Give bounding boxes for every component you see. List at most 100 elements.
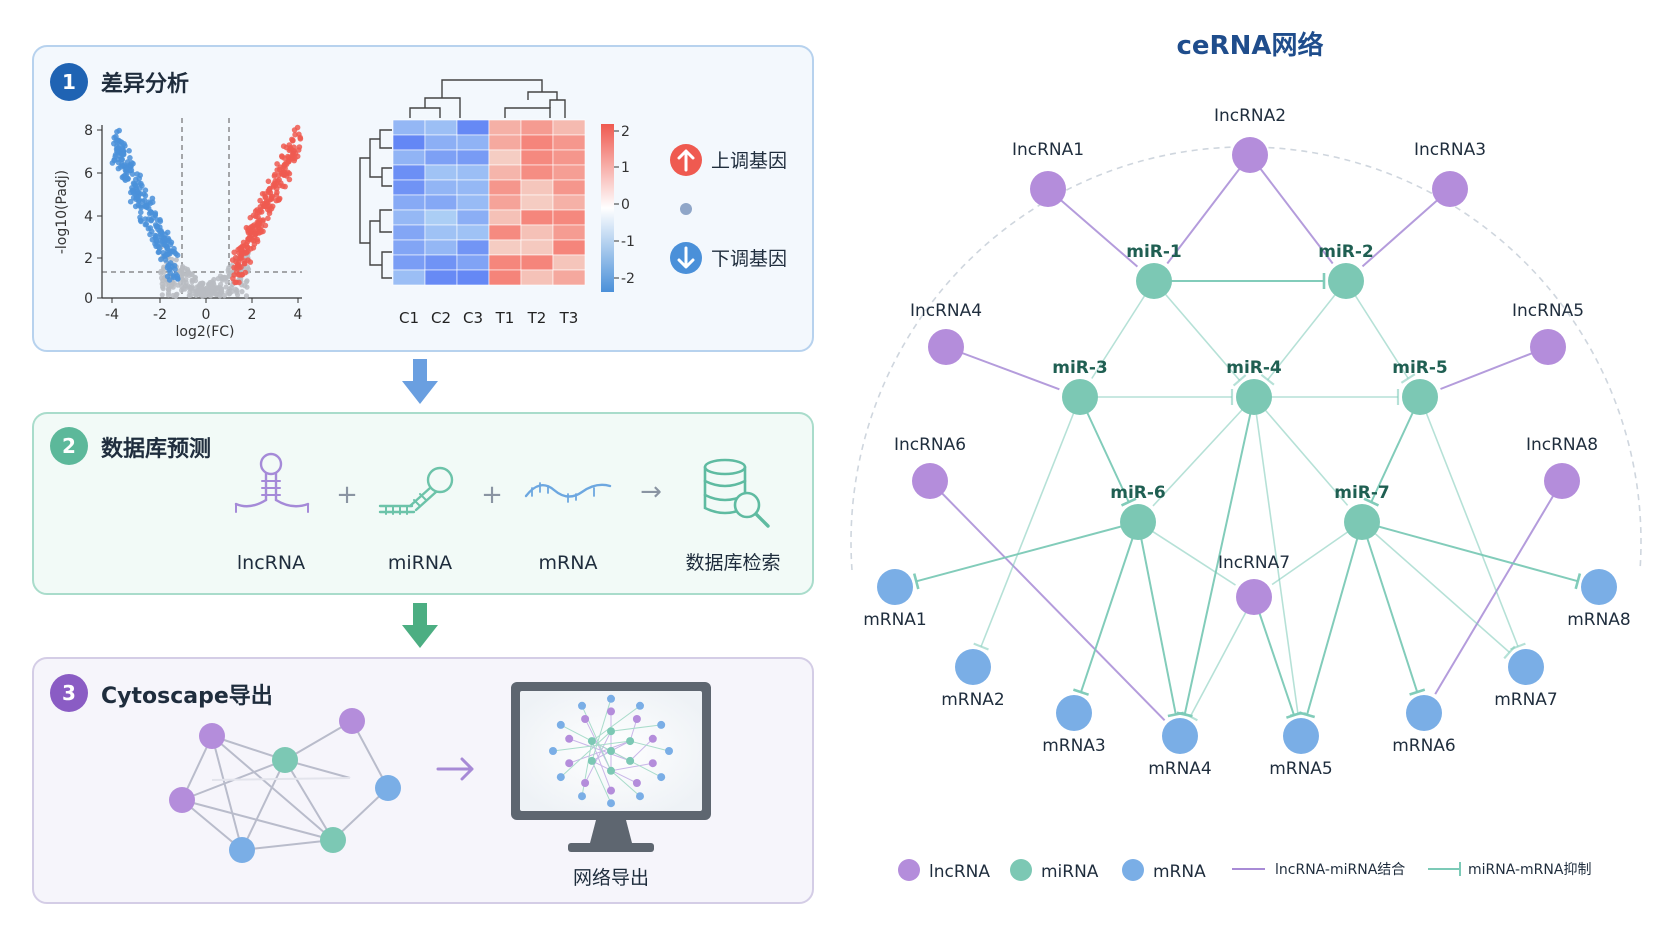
edge-IncRNA8-mRNA6 <box>1434 480 1563 695</box>
volcano-x-tick: 4 <box>294 307 303 323</box>
edge-miR-6-mRNA4 <box>1137 521 1177 715</box>
database-search-icon <box>703 458 770 528</box>
node-label-mir-2: miR-2 <box>1318 242 1374 262</box>
edge-miR-2-miR-4 <box>1267 280 1347 381</box>
legend-inhibit-label: miRNA-mRNA抑制 <box>1468 862 1591 878</box>
edge-miR-5-mRNA7 <box>1419 396 1519 647</box>
heatmap-scale-tick: -2 <box>621 271 635 287</box>
heatmap-color-scale <box>601 124 614 292</box>
volcano-y-tick: 8 <box>84 123 93 139</box>
node-mrna1 <box>877 569 913 605</box>
node-mir-3 <box>1062 379 1098 415</box>
edge-miR-5-miR-7 <box>1370 396 1421 503</box>
edge-miR-4-mRNA4 <box>1183 396 1255 715</box>
edge-miR-7-mRNA5 <box>1306 521 1363 716</box>
network-edges <box>912 154 1582 722</box>
volcano-y-label: -log10(Padj) <box>54 170 70 254</box>
node-label-mir-3: miR-3 <box>1052 358 1108 378</box>
volcano-y-tick: 6 <box>84 166 93 182</box>
legend-down-label: 下调基因 <box>711 248 787 270</box>
edge-IncRNA7-mRNA4 <box>1189 596 1255 717</box>
edge-miR-7-mRNA6 <box>1361 521 1419 693</box>
node-label-incrna7: IncRNA7 <box>1218 553 1290 573</box>
node-mir-5 <box>1402 379 1438 415</box>
node-label-mrna1: mRNA1 <box>863 610 927 630</box>
step2-number: 2 <box>62 434 76 458</box>
edge-miR-3-miR-6 <box>1079 396 1130 503</box>
edge-miR-6-IncRNA7 <box>1137 521 1236 586</box>
node-incrna6 <box>912 463 948 499</box>
step2-panel: 2 数据库预测 + + → <box>32 412 814 595</box>
edge-miR-4-mRNA5 <box>1253 396 1299 715</box>
node-mir-1 <box>1136 263 1172 299</box>
legend-mrna-swatch <box>1122 859 1144 881</box>
step2-item-lncrna: lncRNA <box>237 552 305 574</box>
edge-miR-1-miR-3 <box>1091 280 1155 379</box>
volcano-y-tick: 2 <box>84 251 93 267</box>
edge-miR-6-mRNA1 <box>916 521 1139 583</box>
volcano-points <box>109 124 304 299</box>
node-label-incrna4: IncRNA4 <box>910 301 982 321</box>
node-label-mir-1: miR-1 <box>1126 242 1182 262</box>
node-mrna2 <box>955 649 991 685</box>
edge-IncRNA6-mRNA4 <box>929 480 1166 722</box>
node-mir-2 <box>1328 263 1364 299</box>
edge-miR-7-mRNA7 <box>1361 521 1511 653</box>
node-label-incrna1: IncRNA1 <box>1012 140 1084 160</box>
not-significant-dot-icon <box>680 203 692 215</box>
node-label-mir-5: miR-5 <box>1392 358 1448 378</box>
mirna-icon <box>378 466 454 515</box>
edge-miR-7-IncRNA7 <box>1271 521 1363 586</box>
step2-item-mrna: mRNA <box>539 552 598 574</box>
plus-sign-1: + <box>336 480 358 510</box>
heatmap-column-label: T1 <box>495 309 515 327</box>
node-mrna6 <box>1406 695 1442 731</box>
legend-lncrna-label: lncRNA <box>929 862 990 882</box>
node-label-mrna7: mRNA7 <box>1494 690 1558 710</box>
heatmap-column-label: C3 <box>463 309 483 327</box>
edge-IncRNA7-mRNA5 <box>1253 596 1295 716</box>
node-label-mrna4: mRNA4 <box>1148 759 1212 779</box>
heatmap-column-dendrogram <box>409 79 566 118</box>
edge-miR-6-mRNA3 <box>1080 521 1139 693</box>
heatmap-column-label: T3 <box>559 309 579 327</box>
node-label-incrna5: IncRNA5 <box>1512 301 1584 321</box>
node-incrna3 <box>1432 171 1468 207</box>
edge-miR-2-miR-5 <box>1345 280 1409 379</box>
edge-miR-4-miR-7 <box>1253 396 1349 506</box>
legend-binding-label: lncRNA-miRNA结合 <box>1275 862 1405 878</box>
node-mrna3 <box>1056 695 1092 731</box>
volcano-x-tick: -4 <box>105 307 119 323</box>
regulation-legend: 上调基因 下调基因 <box>670 144 787 274</box>
edge-miR-3-mRNA2 <box>980 396 1081 647</box>
heatmap-column-label: C1 <box>399 309 419 327</box>
node-incrna7 <box>1236 579 1272 615</box>
edge-IncRNA2-miR-2 <box>1249 154 1334 265</box>
node-incrna4 <box>928 329 964 365</box>
node-incrna5 <box>1530 329 1566 365</box>
edge-miR-7-mRNA8 <box>1361 521 1579 583</box>
node-label-mrna5: mRNA5 <box>1269 759 1333 779</box>
heatmap-scale-tick: 2 <box>621 124 630 140</box>
step1-number: 1 <box>62 70 76 94</box>
edge-IncRNA1-miR-1 <box>1047 188 1139 268</box>
legend-mirna-swatch <box>1010 859 1032 881</box>
edge-IncRNA3-miR-2 <box>1361 188 1451 268</box>
step2-badge <box>50 427 88 465</box>
node-label-mir-6: miR-6 <box>1110 483 1166 503</box>
step1-badge <box>50 63 88 101</box>
node-incrna2 <box>1232 137 1268 173</box>
lncrna-icon <box>234 452 310 513</box>
node-label-mrna3: mRNA3 <box>1042 736 1106 756</box>
step3-panel: 3 Cytoscape导出 <box>32 657 814 904</box>
step2-item-mirna: miRNA <box>388 552 452 574</box>
flow-arrow-2 <box>402 603 438 648</box>
volcano-x-label: log2(FC) <box>175 324 234 340</box>
volcano-y-tick: 4 <box>84 209 93 225</box>
cytoscape-mini-network <box>169 708 401 863</box>
